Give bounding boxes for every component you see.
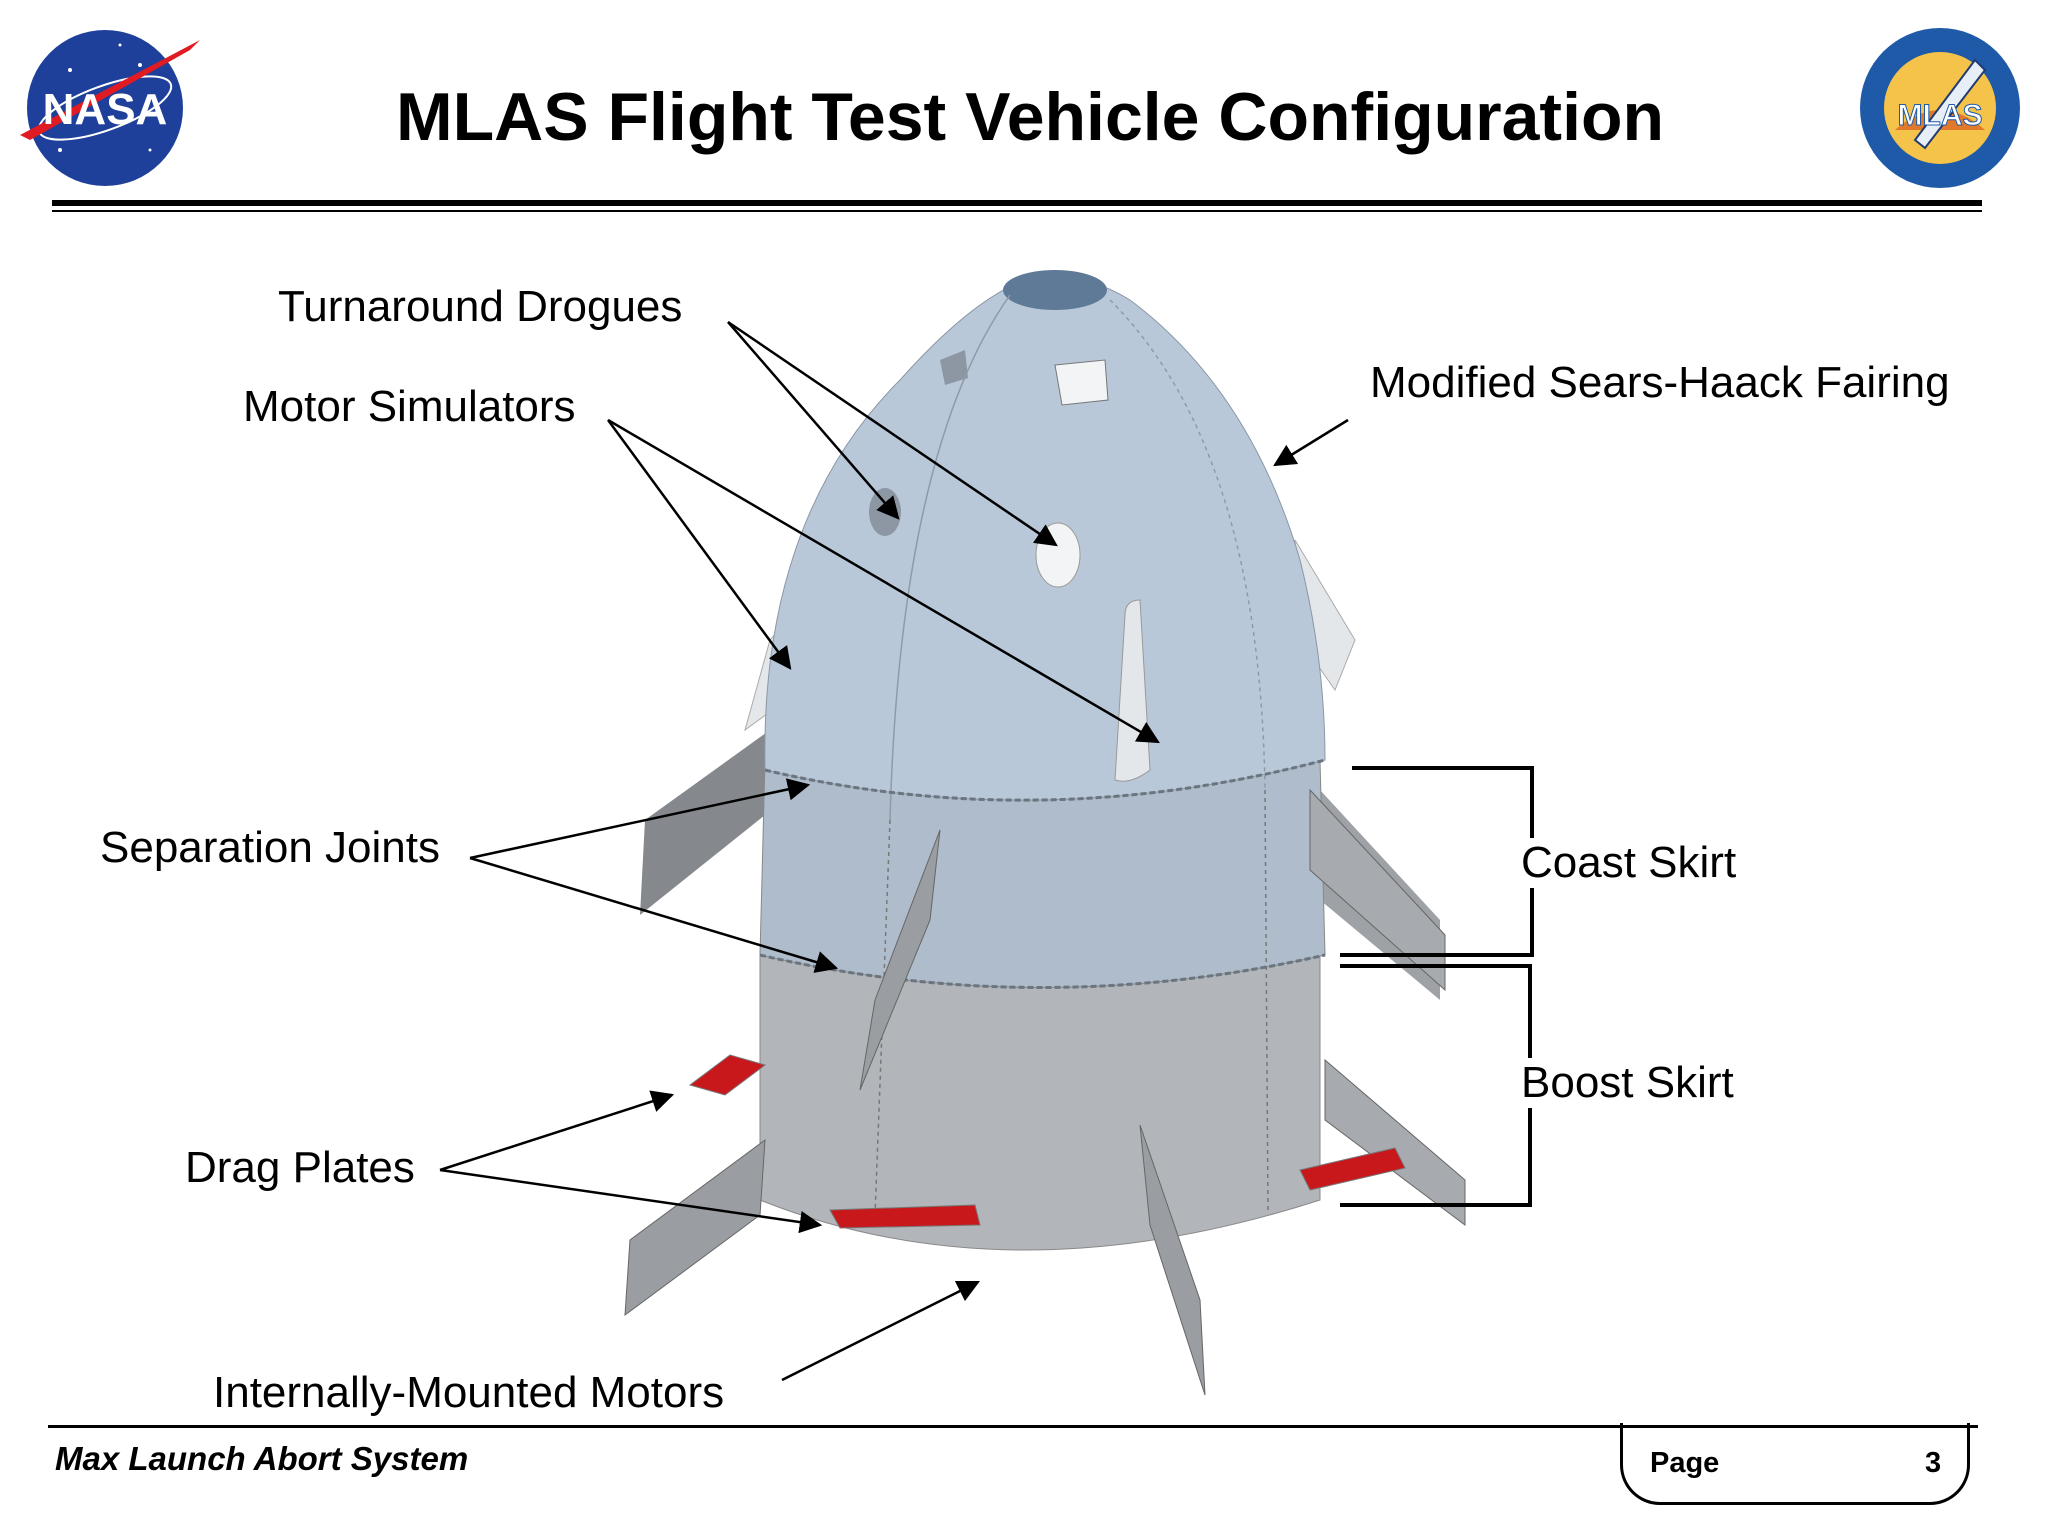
drag-plate-left: [688, 1054, 767, 1096]
nasa-logo: NASA: [20, 30, 200, 186]
label-drag-plates: Drag Plates: [185, 1143, 415, 1192]
boost-skirt: [759, 949, 1321, 1251]
callout-arrows: [439, 320, 1349, 1382]
fin-lower-right: [1324, 1058, 1466, 1226]
label-separation-joints: Separation Joints: [100, 823, 440, 872]
drag-plate-right: [1299, 1147, 1406, 1191]
fin-bottom-front: [1139, 1124, 1206, 1396]
vehicle-diagram: [624, 270, 1466, 1396]
page-number: 3: [1925, 1447, 1942, 1479]
label-internal-motors: Internally-Mounted Motors: [213, 1368, 725, 1417]
label-boost-skirt: Boost Skirt: [1517, 1058, 1738, 1108]
page-label: Page: [1650, 1447, 1720, 1479]
fin-back-left: [640, 730, 770, 915]
footer-rule: [48, 1425, 1978, 1428]
mlas-logo: MLAS: [1860, 28, 2020, 188]
header-rule-thick: [52, 200, 1982, 206]
label-coast-skirt: Coast Skirt: [1517, 838, 1741, 888]
label-fairing: Modified Sears-Haack Fairing: [1370, 358, 1950, 407]
label-motor-simulators: Motor Simulators: [243, 382, 576, 431]
nasa-logo-text: NASA: [43, 85, 168, 134]
page-tab: [1620, 1423, 1970, 1505]
fin-front-left: [859, 829, 941, 1091]
page-title: MLAS Flight Test Vehicle Configuration: [395, 79, 1665, 155]
fin-front-right-upper: [1309, 788, 1446, 992]
drag-plate-front: [829, 1204, 981, 1229]
fin-lower-left: [624, 1138, 766, 1317]
label-turnaround-drogues: Turnaround Drogues: [278, 282, 683, 331]
footer-org-text: Max Launch Abort System: [55, 1440, 469, 1477]
header-rule-thin: [52, 210, 1982, 212]
mlas-logo-text: MLAS: [1898, 99, 1983, 132]
nose-tip: [1003, 270, 1107, 310]
